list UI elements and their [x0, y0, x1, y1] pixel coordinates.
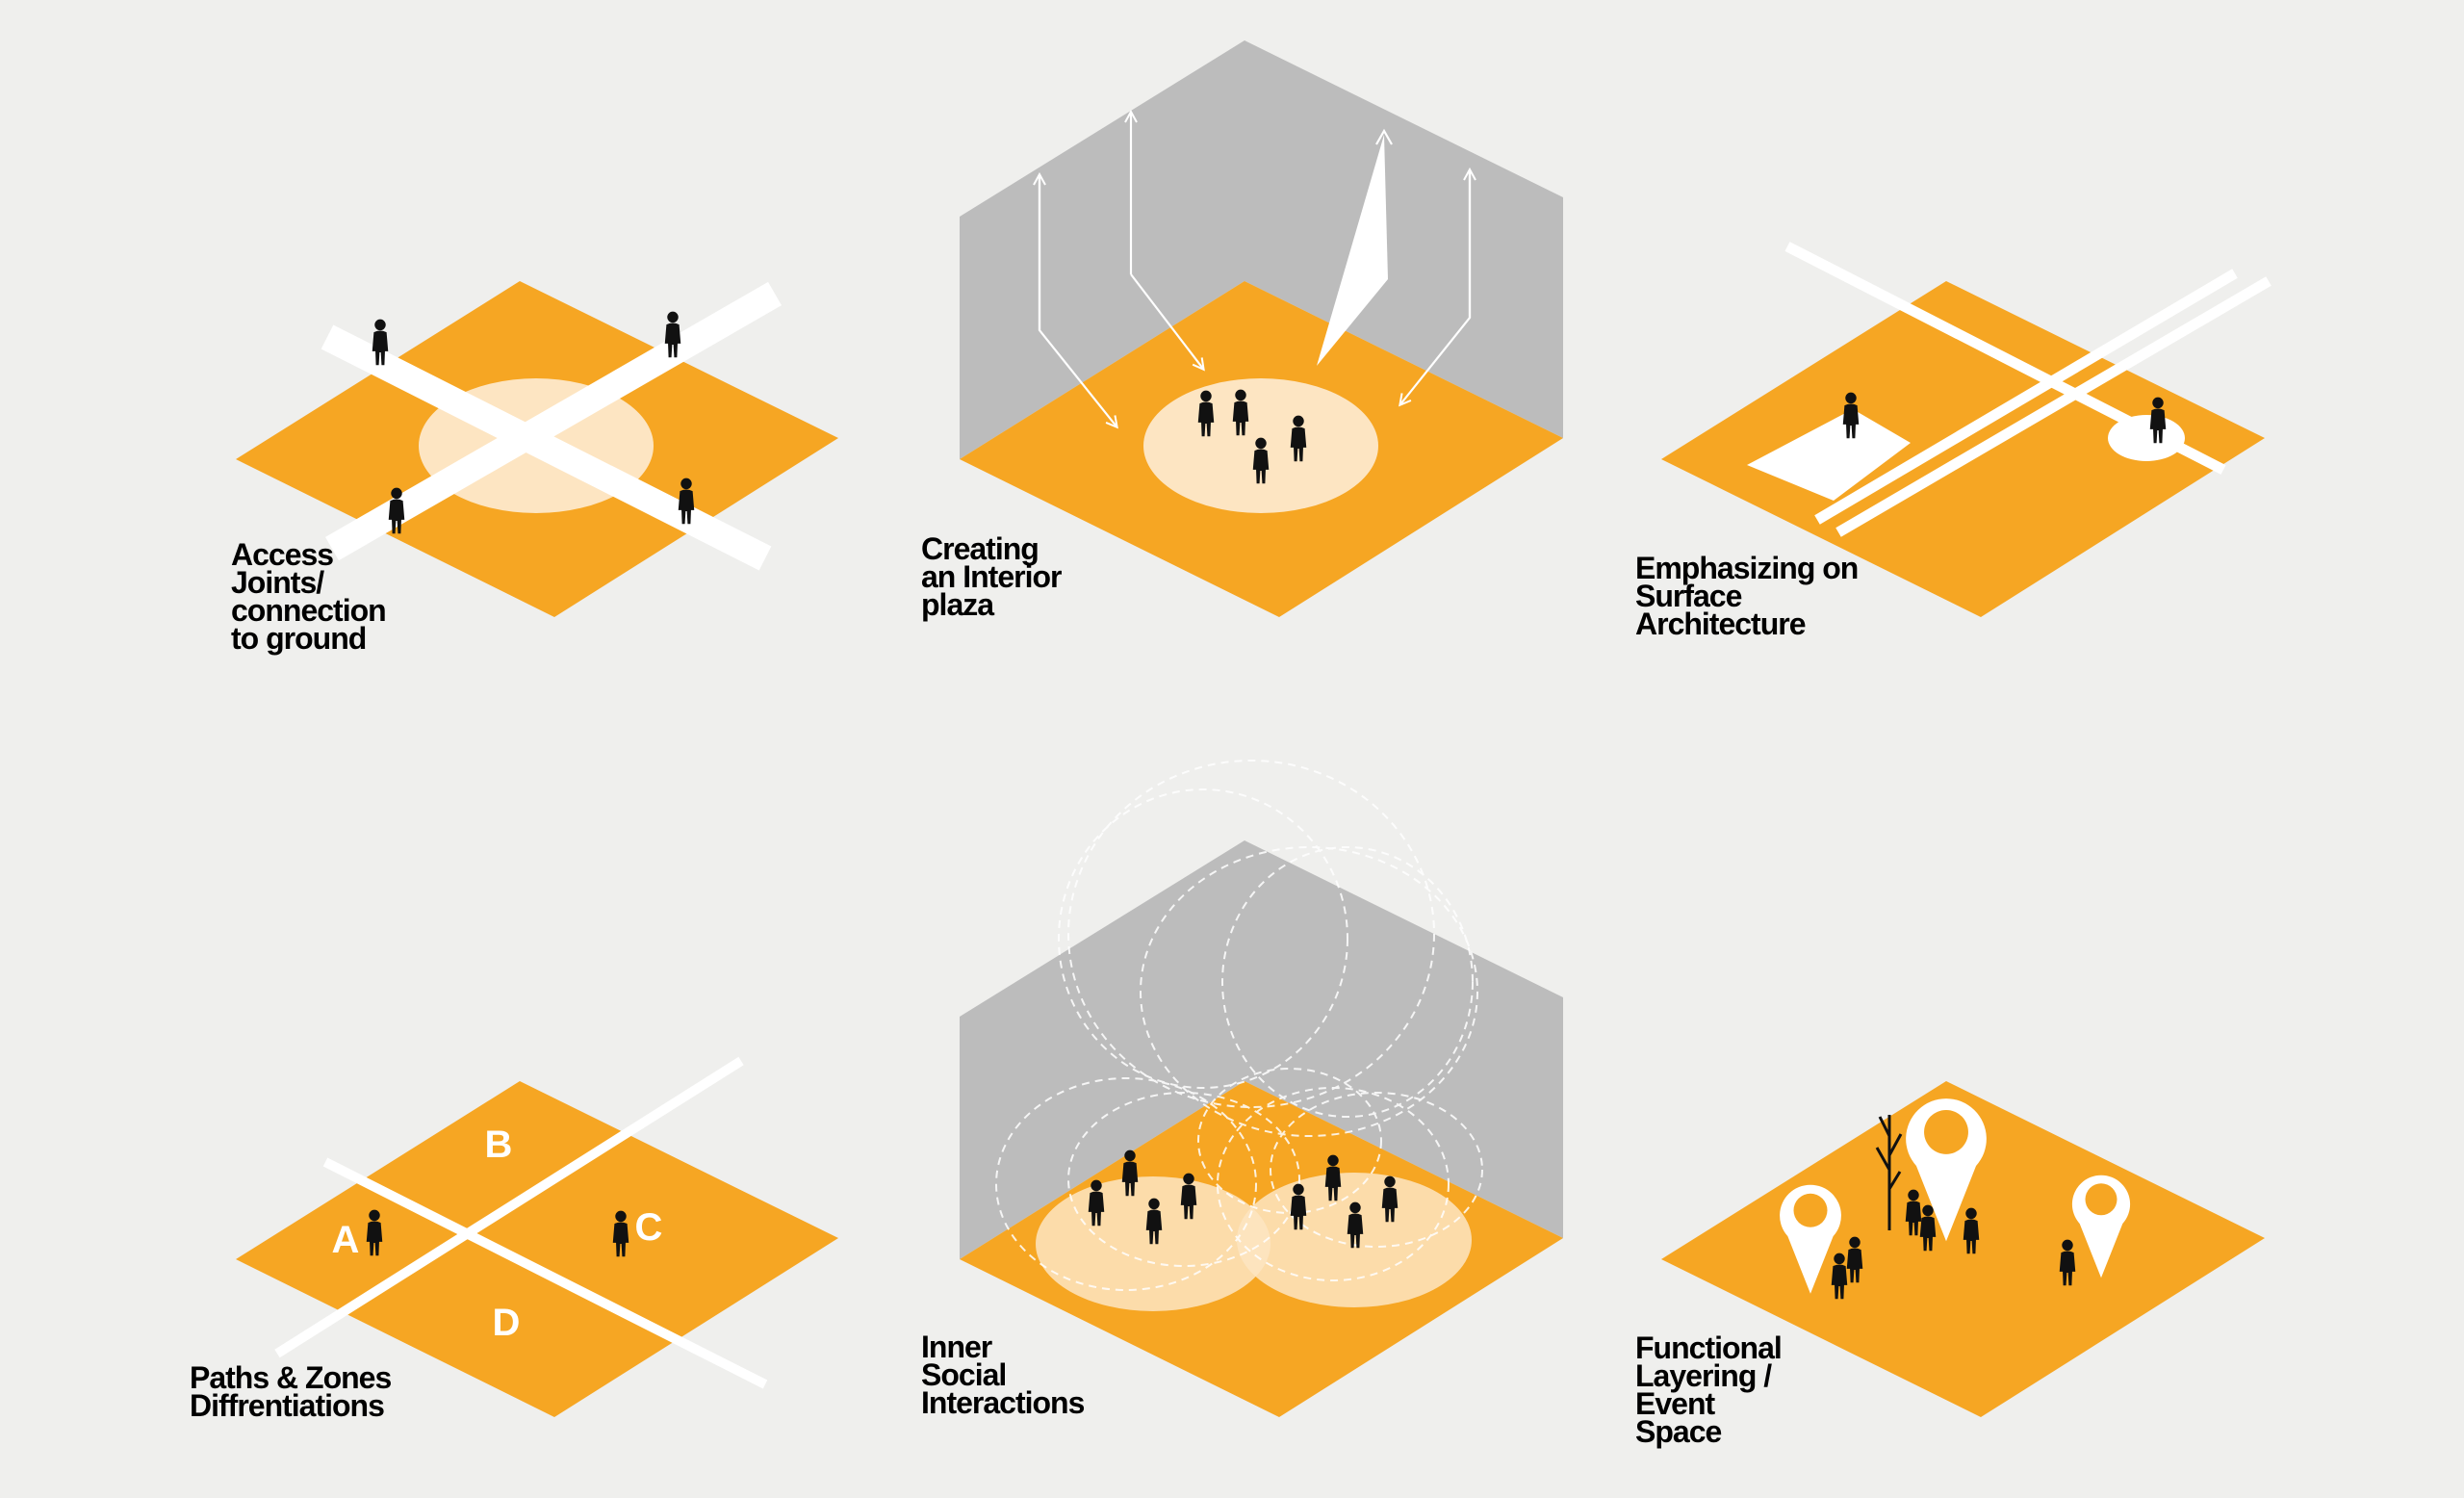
caption-paths-zones: Paths & Zones Diffrentiations — [190, 1360, 392, 1423]
bare-tree-icon — [1875, 1115, 1903, 1230]
caption-line: Interactions — [921, 1385, 1085, 1420]
interaction-loop — [1270, 1092, 1483, 1248]
caption-line: Layering / — [1635, 1358, 1772, 1393]
caption-line: to ground — [231, 621, 367, 656]
caption-line: Architecture — [1635, 607, 1807, 641]
interaction-loop — [1197, 1068, 1382, 1214]
interaction-loop — [1067, 760, 1435, 1108]
access-path — [325, 281, 782, 561]
caption-line: Creating — [921, 531, 1040, 566]
right-wall — [1245, 40, 1563, 438]
surface-path — [1784, 242, 2226, 475]
caption-line: connection — [231, 593, 387, 628]
caption-line: Emphasizing on — [1635, 551, 1859, 585]
interaction-loops — [995, 760, 1483, 1291]
arrow-icon — [1375, 128, 1393, 145]
surface-path — [1835, 276, 2272, 537]
caption-line: Inner — [921, 1330, 992, 1364]
floor-plane — [236, 1081, 838, 1417]
panel-paths-zones: B A C D — [236, 1056, 838, 1417]
panel-event-space — [1661, 1081, 2265, 1417]
interaction-loop — [1221, 846, 1474, 1118]
zone-label-a: A — [332, 1219, 360, 1261]
panel-interior-plaza — [960, 40, 1563, 617]
light-beam — [1317, 135, 1388, 366]
arrow-icon — [1130, 273, 1203, 369]
caption-line: an Interior — [921, 559, 1062, 594]
zone-path — [274, 1056, 744, 1358]
interaction-loop — [1067, 1092, 1300, 1267]
panel-surface-architecture — [1661, 242, 2272, 617]
caption-line: Paths & Zones — [190, 1360, 392, 1395]
interaction-loop — [1217, 1087, 1450, 1281]
floor-plane — [1661, 1081, 2265, 1417]
access-path — [321, 324, 772, 571]
interaction-loop — [1140, 846, 1478, 1137]
caption-line: Diffrentiations — [190, 1388, 385, 1423]
interaction-loop — [995, 1077, 1257, 1291]
panel-social-interactions — [960, 760, 1563, 1417]
caption-line: Event — [1635, 1386, 1715, 1421]
caption-line: Social — [921, 1357, 1007, 1392]
caption-line: plaza — [921, 587, 994, 622]
caption-interior-plaza: Creating an Interior plaza — [921, 531, 1062, 622]
caption-line: Space — [1635, 1414, 1722, 1449]
caption-access-joints: Access Joints/ connection to ground — [231, 537, 387, 656]
zone-path — [322, 1157, 768, 1389]
right-wall — [1245, 840, 1563, 1238]
left-wall — [960, 840, 1245, 1259]
caption-social-interactions: Inner Social Interactions — [921, 1330, 1085, 1420]
zone-label-c: C — [635, 1206, 663, 1249]
zone-label-b: B — [485, 1124, 513, 1166]
interaction-loop — [1058, 788, 1348, 1089]
caption-event-space: Functional Layering / Event Space — [1635, 1330, 1783, 1449]
caption-surface-architecture: Emphasizing on Surface Architecture — [1635, 551, 1859, 641]
caption-line: Surface — [1635, 579, 1742, 613]
zone-label-d: D — [493, 1302, 521, 1344]
surface-path — [1814, 269, 2238, 525]
surface-square — [1747, 409, 1911, 501]
floor-plane — [1661, 281, 2265, 617]
left-wall — [960, 40, 1245, 459]
panel-access-joints — [236, 281, 838, 617]
caption-line: Functional — [1635, 1330, 1783, 1365]
caption-line: Access — [231, 537, 334, 572]
caption-line: Joints/ — [231, 565, 324, 600]
